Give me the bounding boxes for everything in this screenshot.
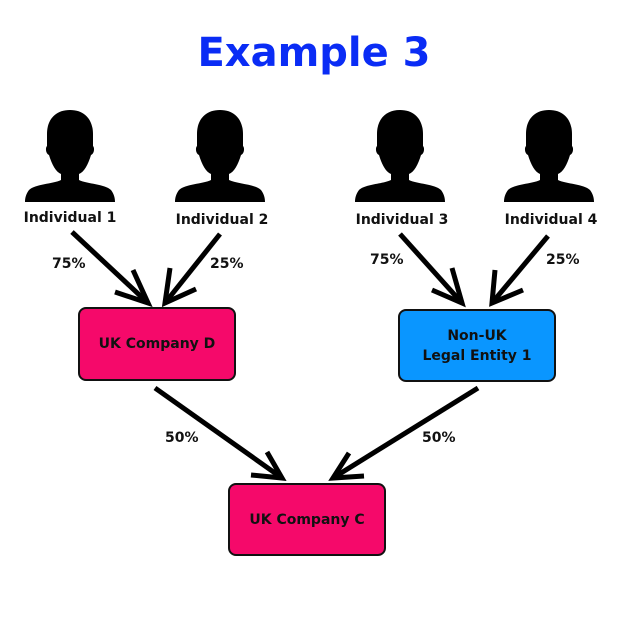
ownership-percent-non-uk-entity: 50% <box>422 430 456 446</box>
non-uk-entity-label-line1: Non-UK <box>447 327 507 344</box>
non-uk-entity-label-line2: Legal Entity 1 <box>422 347 532 364</box>
arrow-individual-4-to-non-uk-entity <box>489 234 550 307</box>
individual-2-label: Individual 2 <box>175 212 269 228</box>
individual-1-label: Individual 1 <box>23 210 117 226</box>
individual-4-label: Individual 4 <box>504 212 598 228</box>
person-icon <box>175 110 265 202</box>
ownership-percent-uk-company-d: 50% <box>165 430 199 446</box>
arrow-individual-3-to-non-uk-entity <box>398 232 466 308</box>
ownership-percent-individual-2: 25% <box>210 256 244 272</box>
person-icon <box>25 110 115 202</box>
ownership-percent-individual-4: 25% <box>546 252 580 268</box>
diagram-title: Example 3 <box>197 30 431 76</box>
ownership-percent-individual-1: 75% <box>52 256 86 272</box>
ownership-percent-individual-3: 75% <box>370 252 404 268</box>
uk-company-d-label: UK Company D <box>98 336 216 352</box>
arrow-non-uk-entity-to-uk-company-c <box>328 385 480 481</box>
non-uk-legal-entity-box: Non-UK Legal Entity 1 <box>398 309 556 382</box>
uk-company-c-box: UK Company C <box>228 483 386 556</box>
uk-company-d-box: UK Company D <box>78 307 236 381</box>
person-icon <box>355 110 445 202</box>
person-icon <box>504 110 594 202</box>
uk-company-c-label: UK Company C <box>249 511 365 528</box>
individual-3-label: Individual 3 <box>355 212 449 228</box>
